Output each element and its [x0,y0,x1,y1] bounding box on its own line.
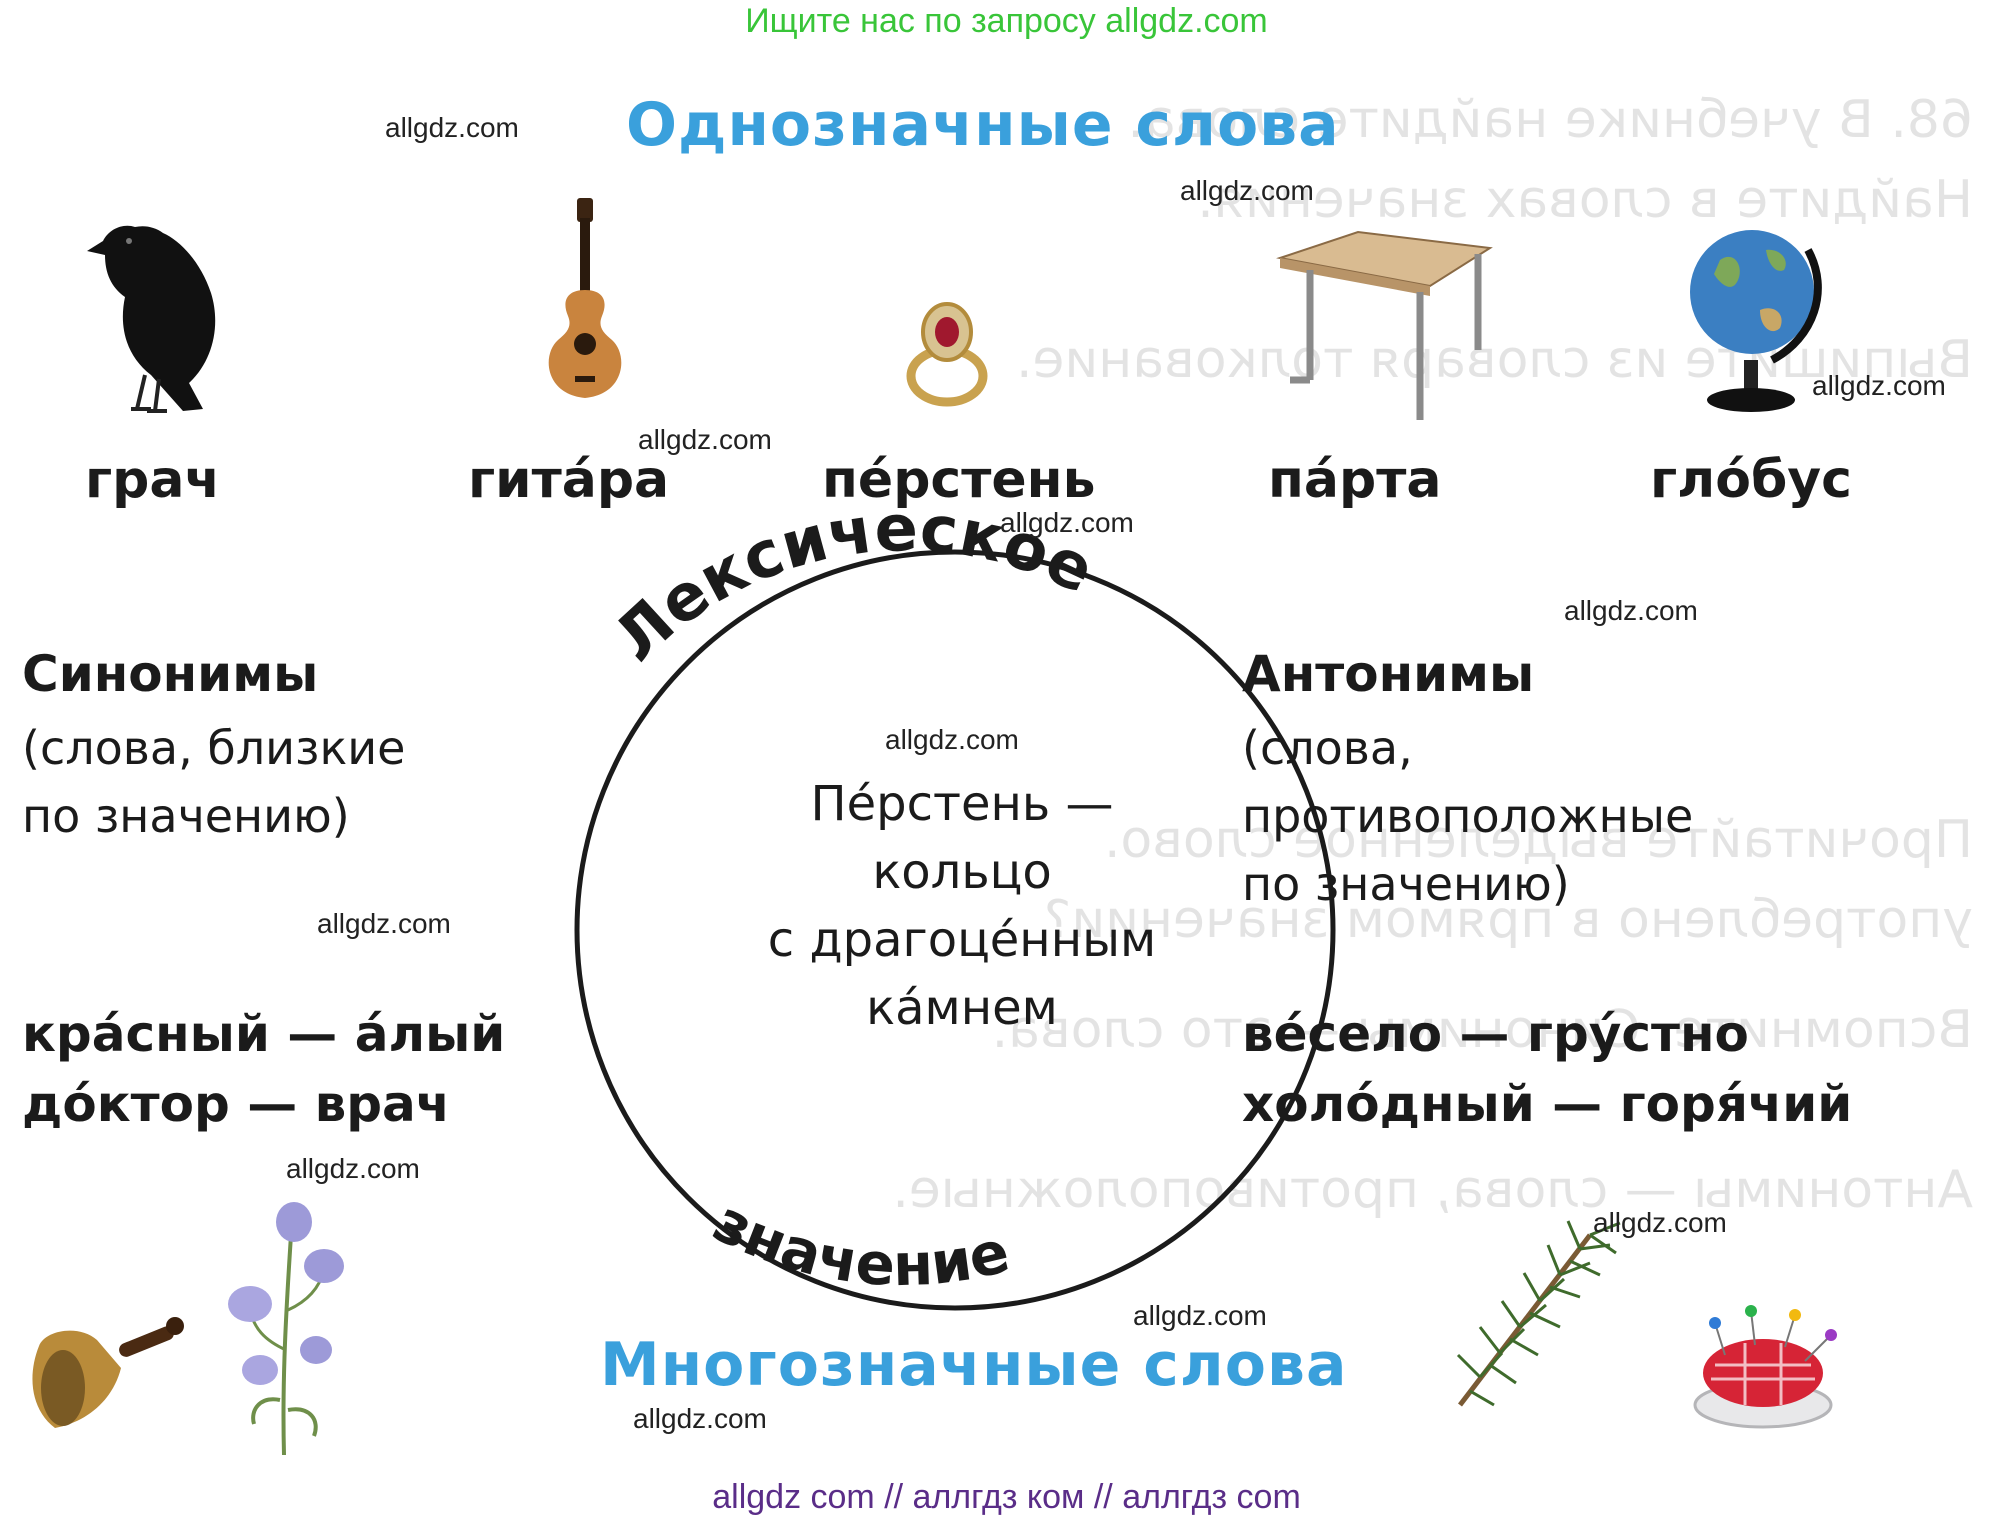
watermark: allgdz.com [1812,370,1946,401]
antonym-pair: ве́село — гру́стно [1242,1005,1749,1063]
bottom-notice: allgdz com // аллгдз ком // аллгдз com [712,1478,1301,1516]
antonym-pair: холо́дный — горя́чий [1242,1075,1853,1133]
word-rook: грач [85,450,221,510]
watermark: allgdz.com [1133,1300,1267,1331]
top-notice: Ищите нас по запросу allgdz.com [745,2,1268,40]
watermark: allgdz.com [1000,507,1134,538]
globe-icon [1690,230,1822,412]
heading-multiple-meaning-words: Многозначные слова [600,1330,1348,1400]
pincushion-icon [1693,1305,1837,1429]
watermark: allgdz.com [1593,1207,1727,1238]
guitar-icon [548,198,622,398]
central-circle [574,549,1336,1311]
word-desk: па́рта [1268,450,1442,510]
desk-icon [1276,230,1493,420]
bell-icon [32,1317,184,1428]
word-guitar: гита́ра [468,450,670,510]
antonyms-title: Антонимы [1242,645,1535,703]
word-ring: пе́рстень [822,450,1096,510]
watermark: allgdz.com [885,724,1019,755]
synonyms-description: (слова, близкие по значению) [22,721,406,843]
antonyms-description: (слова, противоположные по значению) [1242,721,1694,911]
rook-icon [87,225,216,413]
watermark: allgdz.com [638,424,772,455]
watermark: allgdz.com [633,1403,767,1434]
watermark: allgdz.com [286,1153,420,1184]
bellflower-icon [228,1202,344,1456]
synonyms-title: Синонимы [22,645,319,703]
definition-text: Пе́рстень — кольцо с драгоце́нным ка́мне… [767,776,1157,1036]
watermark: allgdz.com [1564,595,1698,626]
watermark: allgdz.com [385,112,519,143]
watermark: allgdz.com [1180,175,1314,206]
synonym-pair: до́ктор — врач [22,1075,451,1133]
heading-single-meaning-words: Однозначные слова [626,90,1340,160]
pine-branch-icon [1456,1220,1621,1407]
watermark: allgdz.com [317,908,451,939]
arc-label-meaning: значение [703,1187,1015,1299]
word-globe: гло́бус [1650,450,1853,510]
synonym-pair: кра́сный — а́лый [22,1005,506,1063]
ring-icon [906,302,988,407]
